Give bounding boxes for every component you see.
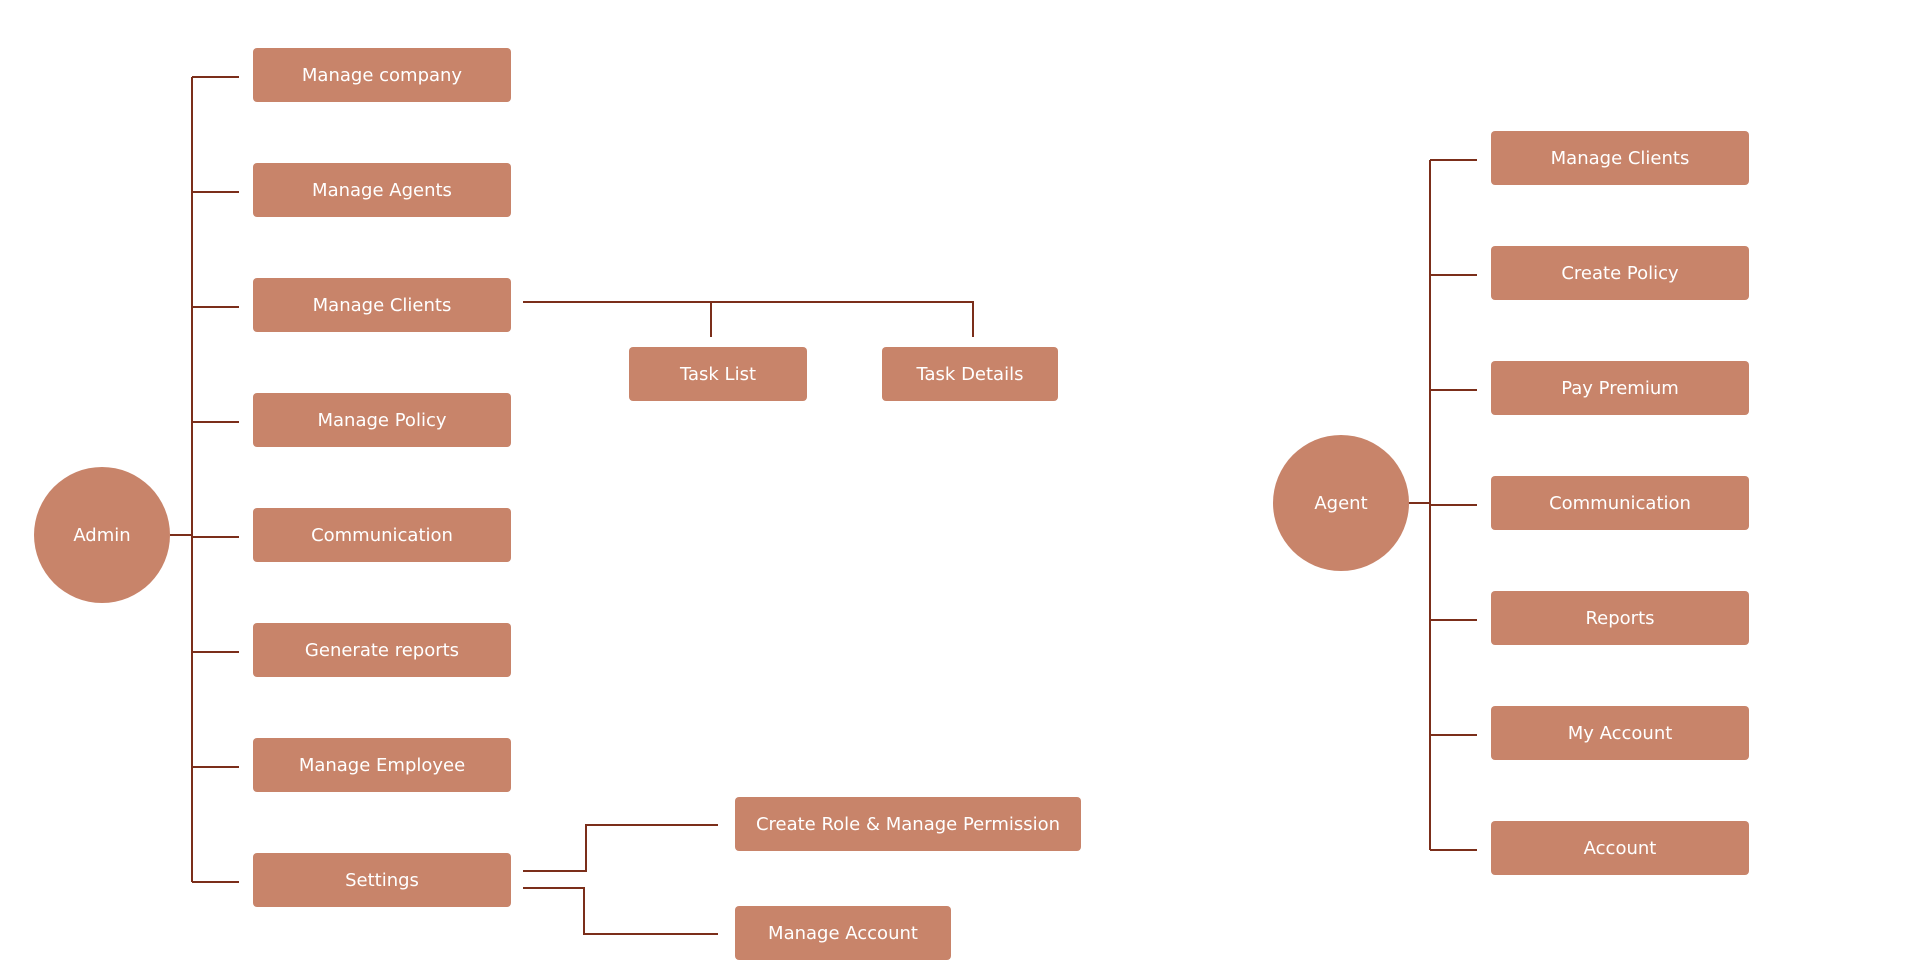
admin-item-label: Communication [311, 524, 453, 546]
admin-item[interactable]: Manage Agents [253, 163, 511, 217]
agent-item[interactable]: Pay Premium [1491, 361, 1749, 415]
create-role-label: Create Role & Manage Permission [755, 813, 1061, 835]
manage-account-node[interactable]: Manage Account [735, 906, 951, 960]
agent-item-label: Account [1583, 837, 1657, 859]
admin-item-label: Manage Clients [312, 294, 452, 316]
create-role-connector [523, 824, 718, 872]
admin-item-label: Settings [345, 869, 419, 891]
agent-item[interactable]: Reports [1491, 591, 1749, 645]
admin-item[interactable]: Manage Clients [253, 278, 511, 332]
agent-item-label: Communication [1549, 492, 1691, 514]
admin-label: Admin [73, 524, 131, 546]
admin-item-label: Manage company [301, 64, 463, 86]
agent-item-label: Reports [1585, 607, 1655, 629]
admin-item[interactable]: Settings [253, 853, 511, 907]
agent-item-label: Create Policy [1561, 262, 1679, 284]
admin-item[interactable]: Generate reports [253, 623, 511, 677]
admin-item[interactable]: Communication [253, 508, 511, 562]
agent-node: Agent [1273, 435, 1409, 571]
create-role-node[interactable]: Create Role & Manage Permission [735, 797, 1081, 851]
agent-item-label: My Account [1567, 722, 1673, 744]
clients-connector [523, 301, 974, 337]
task-details-node[interactable]: Task Details [882, 347, 1058, 401]
admin-item-label: Manage Employee [298, 754, 466, 776]
manage-account-connector [523, 887, 718, 935]
admin-item-label: Manage Agents [312, 179, 452, 201]
agent-item-label: Pay Premium [1561, 377, 1679, 399]
agent-item[interactable]: Communication [1491, 476, 1749, 530]
task-list-node[interactable]: Task List [629, 347, 807, 401]
agent-item[interactable]: Account [1491, 821, 1749, 875]
agent-item-label: Manage Clients [1550, 147, 1690, 169]
task-list-label: Task List [679, 363, 757, 385]
admin-item[interactable]: Manage Employee [253, 738, 511, 792]
admin-item-label: Generate reports [304, 639, 460, 661]
admin-node: Admin [34, 467, 170, 603]
agent-label: Agent [1314, 492, 1368, 514]
admin-item-label: Manage Policy [317, 409, 447, 431]
admin-item[interactable]: Manage Policy [253, 393, 511, 447]
agent-item[interactable]: Manage Clients [1491, 131, 1749, 185]
task-details-label: Task Details [916, 363, 1024, 385]
manage-account-label: Manage Account [768, 922, 918, 944]
agent-item[interactable]: My Account [1491, 706, 1749, 760]
admin-item[interactable]: Manage company [253, 48, 511, 102]
agent-item[interactable]: Create Policy [1491, 246, 1749, 300]
